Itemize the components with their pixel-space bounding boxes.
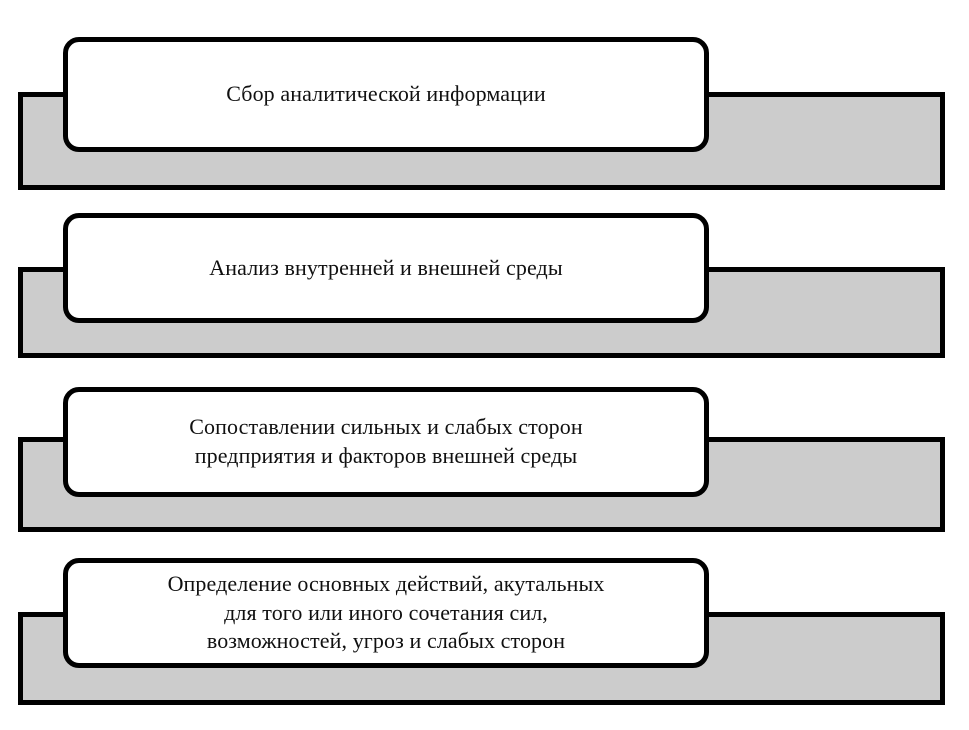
step-1-card[interactable]: Сбор аналитической информации (63, 37, 709, 152)
step-3-label: Сопоставлении сильных и слабых сторон пр… (189, 414, 583, 468)
step-1-label: Сбор аналитической информации (226, 81, 546, 107)
step-2-card[interactable]: Анализ внутренней и внешней среды (63, 213, 709, 323)
step-3-card[interactable]: Сопоставлении сильных и слабых сторон пр… (63, 387, 709, 497)
step-2-label: Анализ внутренней и внешней среды (209, 254, 563, 280)
step-4-label: Определение основных действий, акутальны… (167, 571, 605, 654)
step-4-card[interactable]: Определение основных действий, акутальны… (63, 558, 709, 668)
